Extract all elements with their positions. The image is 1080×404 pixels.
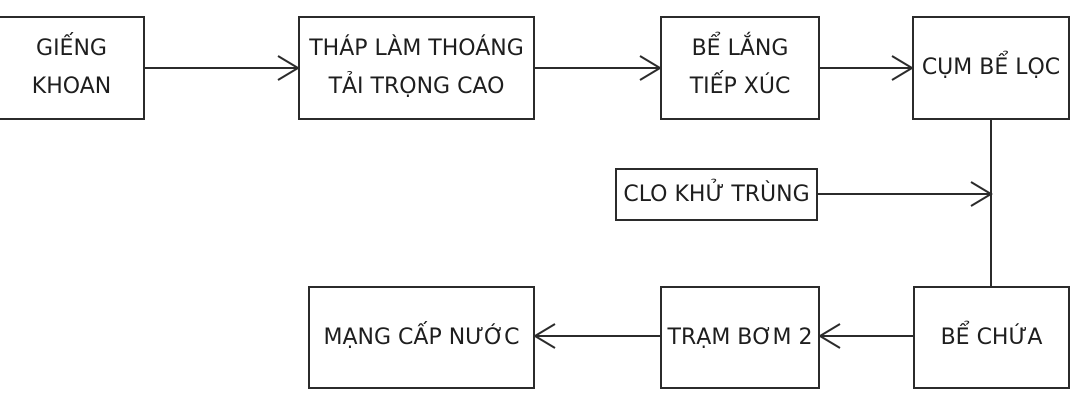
node-mang-cap-nuoc: MẠNG CẤP NƯỚC [308, 286, 535, 389]
node-cum-be-loc: CỤM BỂ LỌC [912, 16, 1070, 120]
arrowhead-mang [533, 323, 556, 349]
node-gieng-khoan-label: GIẾNG KHOAN [31, 36, 112, 99]
node-thap-lam-thoang: THÁP LÀM THOÁNG TẢI TRỌNG CAO [298, 16, 535, 120]
node-thap-lam-thoang-label: THÁP LÀM THOÁNG TẢI TRỌNG CAO [309, 36, 524, 99]
node-be-lang: BỂ LẮNG TIẾP XÚC [660, 16, 820, 120]
node-clo-khu-trung-label: CLO KHỬ TRÙNG [623, 181, 810, 207]
node-tram-bom-label: TRẠM BƠM 2 [667, 324, 813, 350]
node-tram-bom: TRẠM BƠM 2 [660, 286, 820, 389]
node-cum-be-loc-label: CỤM BỂ LỌC [921, 55, 1061, 80]
arrowhead-clo [970, 181, 993, 207]
node-gieng-khoan: GIẾNG KHOAN [0, 16, 145, 120]
node-be-chua: BỂ CHỨA [913, 286, 1070, 389]
arrowhead-tram-bom [818, 323, 841, 349]
node-clo-khu-trung: CLO KHỬ TRÙNG [615, 168, 818, 221]
node-be-chua-label: BỂ CHỨA [940, 324, 1043, 350]
node-mang-cap-nuoc-label: MẠNG CẤP NƯỚC [323, 324, 520, 350]
node-be-lang-label: BỂ LẮNG TIẾP XÚC [689, 36, 791, 99]
